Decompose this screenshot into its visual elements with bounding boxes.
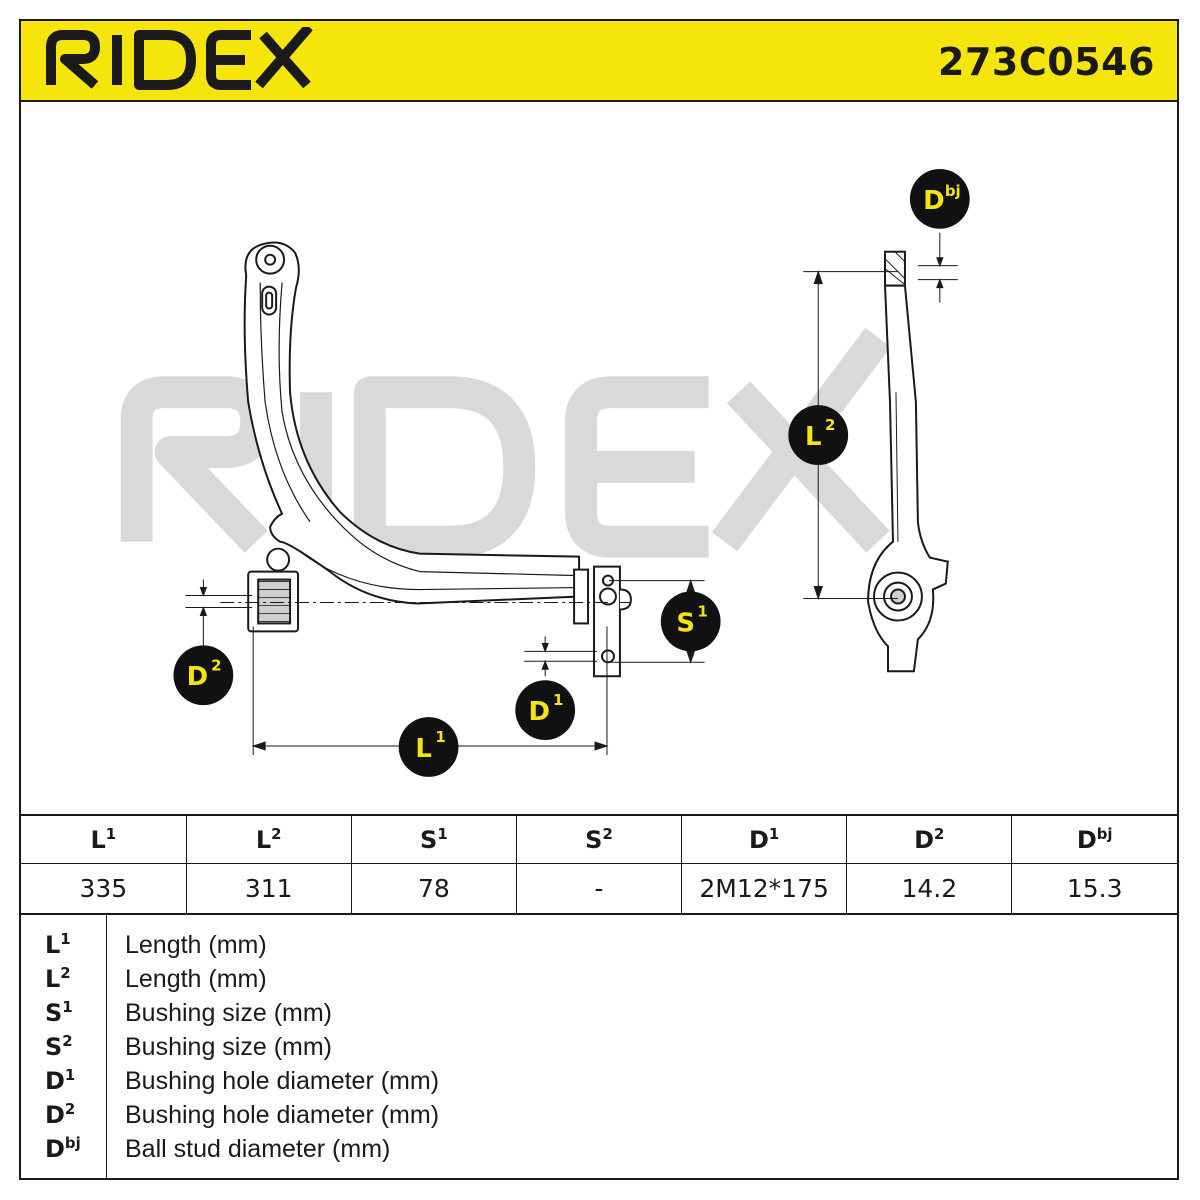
svg-text:2: 2: [211, 656, 221, 674]
svg-text:2: 2: [825, 416, 835, 434]
spec-value-l2: 311: [185, 863, 352, 914]
legend-key: L1: [45, 930, 71, 959]
spec-header-row: L1 L2 S1 S2 D1 D2 Dbj: [21, 814, 1177, 864]
technical-drawing: D bj L 2 S 1 D 2 D 1 L 1: [120, 169, 970, 777]
callout-d1: D 1: [515, 680, 576, 741]
legend-text: Length (mm): [125, 931, 267, 959]
legend-key: L2: [45, 964, 71, 993]
callout-dbj: D bj: [909, 169, 970, 229]
spec-header-cell: D2: [846, 814, 1013, 864]
spec-value-row: 335 311 78 - 2M12*175 14.2 15.3: [21, 863, 1177, 914]
svg-text:D: D: [923, 186, 945, 216]
svg-text:1: 1: [435, 728, 445, 746]
callout-s1: S 1: [660, 591, 721, 652]
legend-text: Bushing size (mm): [125, 1033, 332, 1061]
legend-key: D2: [45, 1100, 76, 1129]
spec-header-cell: S2: [515, 814, 683, 864]
svg-text:S: S: [676, 608, 695, 638]
legend-item: D1 Bushing hole diameter (mm): [21, 1067, 1177, 1101]
spec-header-cell: L2: [185, 814, 352, 864]
legend: L1 Length (mm) L2 Length (mm) S1 Bushing…: [21, 913, 1177, 1180]
legend-item: D2 Bushing hole diameter (mm): [21, 1101, 1177, 1135]
drawing-frame: 273C0546: [19, 19, 1179, 1180]
dimension-lines: [185, 232, 958, 755]
legend-item: S2 Bushing size (mm): [21, 1033, 1177, 1067]
svg-text:D: D: [187, 662, 209, 692]
legend-text: Length (mm): [125, 965, 267, 993]
legend-item: Dbj Ball stud diameter (mm): [21, 1135, 1177, 1169]
spec-value-l1: 335: [21, 863, 187, 914]
svg-text:1: 1: [553, 691, 563, 709]
spec-table: L1 L2 S1 S2 D1 D2 Dbj 335 311 78 - 2M12*…: [21, 814, 1177, 914]
legend-key: S2: [45, 1032, 73, 1061]
callout-l2: L 2: [788, 405, 849, 465]
spec-header-cell: S1: [350, 814, 517, 864]
legend-key: D1: [45, 1066, 76, 1095]
legend-text: Bushing hole diameter (mm): [125, 1101, 440, 1129]
spec-value-dbj: 15.3: [1011, 863, 1177, 914]
callout-l1: L 1: [398, 717, 459, 777]
legend-text: Ball stud diameter (mm): [125, 1135, 391, 1163]
svg-text:1: 1: [697, 602, 707, 620]
spec-header-cell: L1: [21, 814, 187, 864]
legend-key: S1: [45, 998, 73, 1027]
svg-text:L: L: [415, 734, 432, 764]
spec-value-s1: 78: [350, 863, 517, 914]
svg-text:bj: bj: [945, 182, 961, 200]
spec-value-d2: 14.2: [846, 863, 1013, 914]
legend-text: Bushing hole diameter (mm): [125, 1067, 440, 1095]
legend-divider: [106, 915, 107, 1180]
spec-value-d1: 2M12*175: [681, 863, 848, 914]
svg-text:L: L: [805, 422, 822, 452]
control-arm-side-view: [867, 250, 949, 673]
svg-text:D: D: [528, 697, 550, 727]
spec-header-cell: D1: [681, 814, 848, 864]
part-number: 273C0546: [938, 40, 1155, 84]
ridex-logo: [46, 27, 313, 90]
header-bar: 273C0546: [21, 21, 1177, 102]
legend-item: L1 Length (mm): [21, 931, 1177, 965]
callout-d2: D 2: [173, 645, 234, 706]
legend-text: Bushing size (mm): [125, 999, 332, 1027]
spec-value-s2: -: [515, 863, 683, 914]
legend-key: Dbj: [45, 1134, 81, 1163]
control-arm-front-view: [243, 241, 632, 678]
legend-item: S1 Bushing size (mm): [21, 999, 1177, 1033]
spec-header-cell: Dbj: [1011, 814, 1177, 864]
legend-item: L2 Length (mm): [21, 965, 1177, 999]
